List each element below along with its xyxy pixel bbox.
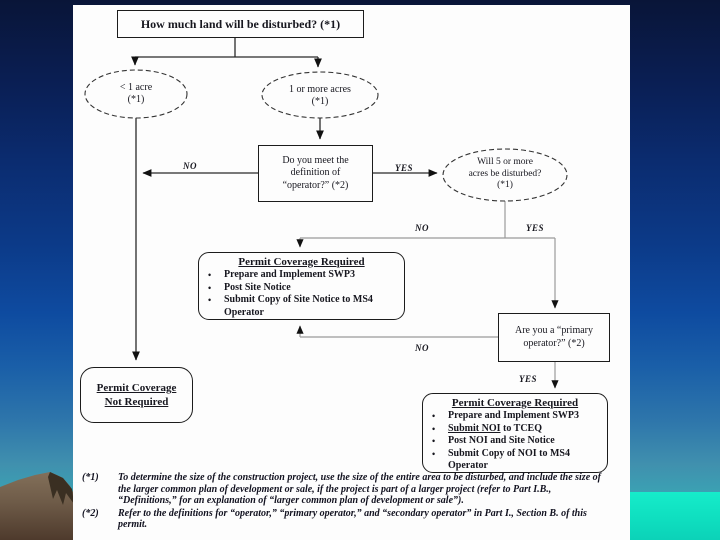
bullet-icon: •	[208, 270, 212, 280]
bullet-text: Post Site Notice	[224, 281, 291, 293]
flowchart-connectors	[84, 38, 568, 389]
node-five-acres-question-line1: Will 5 or more	[477, 157, 533, 167]
permit-required-final-bullets: • Prepare and Implement SWP3 • Submit NO…	[423, 409, 607, 473]
node-primary-operator-line2: operator?” (*2)	[523, 337, 585, 349]
edge-label-yes-five-acres: YES	[526, 223, 545, 233]
bullet-icon: •	[208, 282, 212, 293]
bullet-icon: •	[208, 295, 212, 305]
node-permit-required-final: Permit Coverage Required • Prepare and I…	[422, 393, 608, 473]
bullet-text: Submit NOI to TCEQ	[448, 423, 601, 436]
bullet-icon: •	[432, 411, 436, 421]
list-item: • Submit NOI to TCEQ	[432, 423, 601, 436]
list-item: • Submit Copy of NOI to MS4 Operator	[432, 448, 601, 473]
edge-label-yes-operator: YES	[395, 163, 414, 173]
node-primary-operator-question: Are you a “primary operator?” (*2)	[498, 313, 610, 362]
bullet-text: Submit Copy of Site Notice to MS4 Operat…	[224, 294, 373, 318]
permit-not-required-line2: Not Required	[104, 396, 169, 408]
footnote-1: (*1) To determine the size of the constr…	[82, 472, 616, 507]
list-item: • Post NOI and Site Notice	[432, 435, 601, 448]
flowchart-panel: How much land will be disturbed? (*1) < …	[73, 5, 630, 540]
permit-not-required-line1: Permit Coverage	[96, 382, 177, 394]
bullet-icon: •	[432, 423, 436, 434]
node-operator-question-line2: definition of	[290, 167, 341, 179]
bullet-text: Prepare and Implement SWP3	[448, 410, 580, 421]
node-how-much-land: How much land will be disturbed? (*1)	[117, 10, 364, 38]
list-item: • Submit Copy of Site Notice to MS4 Oper…	[208, 294, 398, 319]
edge-label-yes-primary: YES	[519, 374, 538, 384]
node-permit-required-mid: Permit Coverage Required • Prepare and I…	[198, 252, 405, 320]
node-less-than-one-acre: < 1 acre (*1)	[85, 82, 187, 106]
footnote-1-marker: (*1)	[82, 472, 99, 483]
node-less-than-one-acre-line2: (*1)	[127, 94, 145, 105]
permit-required-final-title: Permit Coverage Required	[451, 397, 579, 409]
node-operator-question-line1: Do you meet the	[282, 154, 349, 166]
node-operator-question-line3: “operator?” (*2)	[282, 179, 349, 191]
permit-required-mid-title: Permit Coverage Required	[238, 256, 365, 268]
node-operator-question: Do you meet the definition of “operator?…	[258, 145, 373, 202]
node-primary-operator-line1: Are you a “primary	[514, 325, 594, 336]
footnotes: (*1) To determine the size of the constr…	[82, 472, 616, 532]
node-one-or-more-acres: 1 or more acres (*1)	[262, 84, 378, 108]
bullet-text: Submit Copy of NOI to MS4 Operator	[448, 447, 570, 472]
bullet-icon: •	[432, 436, 436, 446]
submit-noi-underlined: Submit NOI	[448, 422, 501, 434]
bullet-text: Post NOI and Site Notice	[448, 435, 555, 446]
node-five-acres-question-line3: (*1)	[497, 180, 513, 190]
bullet-icon: •	[432, 448, 436, 459]
node-one-or-more-acres-line1: 1 or more acres	[289, 84, 351, 95]
footnote-2-text: Refer to the definitions for “operator,”…	[118, 507, 587, 531]
list-item: • Post Site Notice	[208, 282, 398, 295]
footnote-2: (*2) Refer to the definitions for “opera…	[82, 508, 616, 531]
bullet-text: Prepare and Implement SWP3	[224, 269, 356, 280]
footnote-2-marker: (*2)	[82, 507, 99, 519]
list-item: • Prepare and Implement SWP3	[432, 410, 601, 423]
node-five-acres-question: Will 5 or more acres be disturbed? (*1)	[443, 157, 567, 192]
mountain-graphic	[0, 472, 78, 540]
node-one-or-more-acres-line2: (*1)	[311, 96, 329, 107]
permit-required-mid-bullets: • Prepare and Implement SWP3 • Post Site…	[199, 268, 404, 319]
submit-noi-rest: to TCEQ	[500, 422, 543, 434]
edge-label-no-operator: NO	[183, 161, 197, 171]
node-less-than-one-acre-line1: < 1 acre	[119, 82, 153, 93]
edge-label-no-primary: NO	[415, 343, 429, 353]
footnote-1-text: To determine the size of the constructio…	[118, 472, 601, 506]
edge-label-no-five-acres: NO	[415, 223, 429, 233]
list-item: • Prepare and Implement SWP3	[208, 269, 398, 282]
node-permit-not-required: Permit Coverage Not Required	[80, 367, 193, 423]
node-five-acres-question-line2: acres be disturbed?	[468, 168, 542, 179]
node-how-much-land-label: How much land will be disturbed? (*1)	[140, 16, 341, 31]
